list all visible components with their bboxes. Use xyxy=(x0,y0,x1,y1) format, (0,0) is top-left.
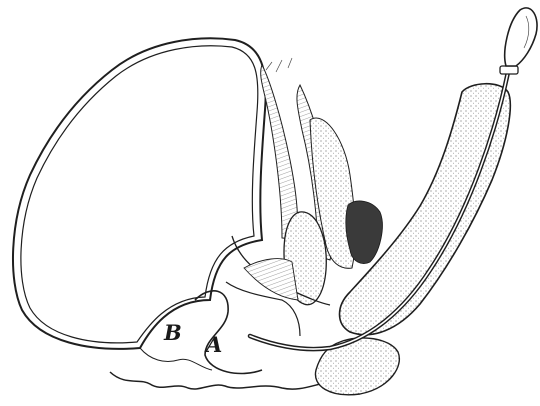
hair-tuft xyxy=(346,201,383,264)
catheter-handle xyxy=(500,8,537,74)
label-b: B xyxy=(163,320,182,345)
label-a: A xyxy=(204,332,222,357)
